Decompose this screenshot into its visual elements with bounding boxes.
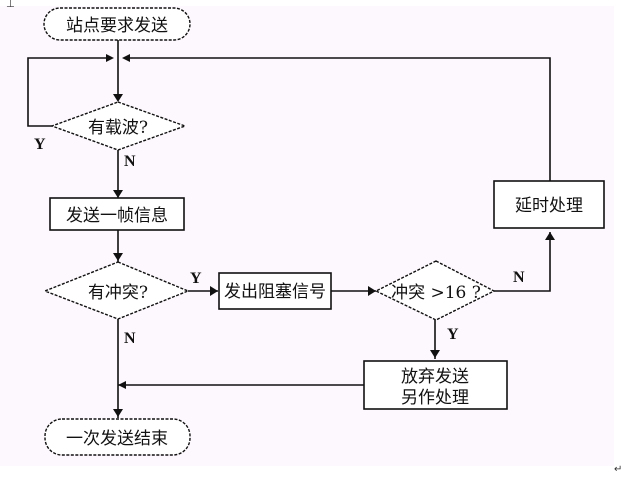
jam-signal-label: 发出阻塞信号	[224, 282, 326, 302]
node-send-frame: 发送一帧信息	[49, 197, 185, 231]
process-jam-shape	[218, 272, 332, 310]
collision-check-label: 有冲突?	[88, 283, 148, 303]
edge-carrier-yes-loop	[27, 57, 110, 127]
node-jam-signal: 发出阻塞信号	[218, 272, 332, 310]
node-start: 站点要求发送	[43, 7, 191, 41]
node-collision-check: 有冲突?	[43, 261, 190, 320]
edge-count-no-to-delay	[494, 232, 551, 292]
start-label: 站点要求发送	[66, 16, 168, 36]
process-abort-shape	[363, 360, 508, 410]
label-collision-yes: Y	[190, 270, 202, 287]
arrowhead-into-jam	[210, 286, 218, 296]
node-delay: 延时处理	[493, 180, 605, 229]
label-count-yes: Y	[447, 326, 459, 343]
delay-label: 延时处理	[515, 196, 583, 216]
arrowhead-into-end	[113, 409, 123, 417]
diagram-background	[0, 6, 614, 466]
process-send-shape	[49, 197, 185, 231]
decision-collision-shape	[43, 261, 190, 320]
terminator-end-shape	[44, 418, 191, 456]
arrowhead-yes-loop	[106, 54, 114, 62]
node-collision-count-check: 冲突 >16 ?	[374, 260, 496, 321]
collision-count-label: 冲突 >16 ?	[391, 283, 481, 303]
label-carrier-no: N	[124, 153, 136, 170]
label-collision-no: N	[124, 330, 136, 347]
send-frame-label: 发送一帧信息	[66, 206, 168, 226]
top-left-mark: ⊥	[6, 0, 15, 10]
edges	[27, 40, 555, 418]
arrowhead-into-count	[368, 286, 376, 296]
arrowhead-into-abort	[430, 350, 440, 358]
node-abort: 放弃发送 另作处理	[363, 360, 508, 410]
arrowhead-into-collision	[113, 253, 123, 261]
node-end: 一次发送结束	[44, 418, 191, 456]
decision-carrier-shape	[49, 101, 188, 151]
label-carrier-yes: Y	[34, 136, 46, 153]
abort-label-line1: 放弃发送	[401, 367, 469, 387]
decision-count-shape	[374, 260, 496, 321]
process-delay-shape	[493, 180, 605, 229]
arrowhead-delay-return	[122, 54, 130, 62]
label-count-no: N	[513, 269, 525, 286]
terminator-start-shape	[43, 7, 191, 41]
node-carrier-check: 有载波?	[49, 101, 188, 151]
arrowhead-abort-merge	[118, 381, 126, 389]
end-label: 一次发送结束	[66, 429, 168, 449]
arrowhead-into-send	[113, 190, 123, 198]
paragraph-return-mark: ↵	[614, 464, 622, 475]
arrowhead-into-delay	[545, 232, 555, 240]
arrowhead-into-carrier	[113, 94, 123, 102]
edge-delay-to-carrier	[126, 57, 551, 193]
abort-label-line2: 另作处理	[401, 388, 469, 408]
carrier-check-label: 有载波?	[88, 118, 148, 138]
